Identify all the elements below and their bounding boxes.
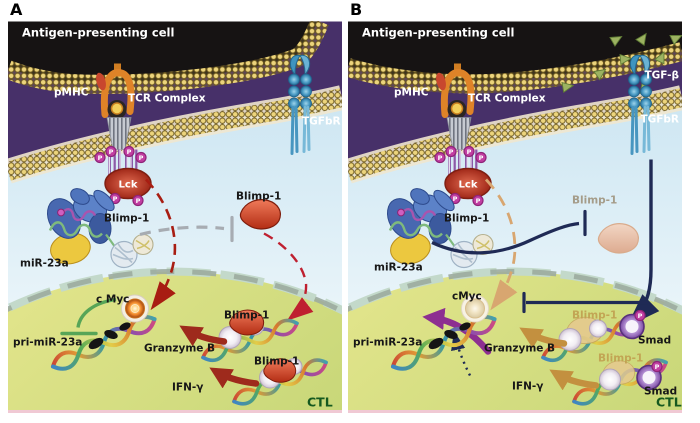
- tgfb-label: TGF-β: [644, 70, 679, 82]
- pmhc-label: pMHC: [394, 87, 429, 99]
- mir23a-label: miR-23a: [20, 258, 69, 270]
- weak-tcr-signal-arrow: [484, 178, 518, 311]
- panel-b-letter: B: [350, 0, 363, 19]
- smad-gzmb-label: Smad: [638, 335, 671, 347]
- ifn-gamma-label: IFN-γ: [512, 381, 543, 393]
- tcr-complex-label: TCR Complex: [128, 93, 206, 105]
- phospho-p: P: [638, 312, 643, 320]
- panel-b: P P P P P P P: [348, 21, 682, 413]
- tgfbr-label: TGFbR: [640, 114, 679, 126]
- tgfbr-label: TGFbR: [302, 116, 341, 128]
- apc-label: Antigen-presenting cell: [22, 26, 174, 40]
- chromatin-ribbon: [119, 322, 131, 331]
- nuclear-envelope-inner: [348, 269, 682, 314]
- phospho-p: P: [113, 195, 118, 203]
- chromatin-ribbon: [88, 337, 104, 350]
- blimp1-gzmb-label: Blimp-1: [224, 310, 269, 322]
- cmyc-inhibition-line: [76, 297, 117, 328]
- blimp1-mrna-label: Blimp-1: [444, 213, 489, 225]
- smad-ifng-label: Smad: [644, 386, 677, 398]
- cmyc-protein-faded: [461, 294, 489, 323]
- granzyme-b-label: Granzyme B: [484, 343, 555, 355]
- apc-membrane: [8, 21, 329, 94]
- tcr-signal-arrow: [145, 178, 177, 311]
- phospho-p: P: [453, 195, 458, 203]
- blimp1-gzmb-label-faded: Blimp-1: [572, 310, 617, 322]
- phospho-p: P: [127, 148, 132, 156]
- ifn-gamma-label: IFN-γ: [172, 382, 203, 394]
- blimp1-translocation-arrow: [263, 232, 314, 321]
- phospho-p: P: [467, 148, 472, 156]
- blimp1-mrna-label: Blimp-1: [104, 213, 149, 225]
- nucleosome: [589, 319, 607, 338]
- blimp1-ifng-label-faded: Blimp-1: [598, 353, 643, 365]
- phospho-p: P: [136, 197, 141, 205]
- granzyme-b-arrow-weak: [519, 327, 568, 349]
- chromatin-ribbon: [428, 337, 444, 350]
- phospho-p: P: [479, 154, 484, 162]
- panel-a-drawing: P P P P P P: [8, 21, 342, 410]
- pmhc-label: pMHC: [54, 87, 89, 99]
- phospho-p: P: [449, 148, 454, 156]
- mir23a-label: miR-23a: [374, 262, 423, 274]
- lck-label: Lck: [119, 180, 138, 191]
- weak-inhibition-line: [139, 225, 225, 237]
- nucleosome: [558, 328, 582, 351]
- pri-mir23a-label: pri-miR-23a: [13, 337, 82, 349]
- ctl-label: CTL: [307, 395, 333, 410]
- phospho-p: P: [655, 363, 660, 371]
- phospho-p: P: [98, 154, 103, 162]
- lck-label: Lck: [459, 180, 478, 191]
- phospho-p: P: [109, 148, 114, 156]
- phospho-p: P: [476, 197, 481, 205]
- blimp1-protein-label: Blimp-1: [236, 191, 281, 203]
- cmyc-label: c Myc: [96, 294, 129, 306]
- nucleosome: [599, 368, 621, 391]
- chromatin-ribbon: [444, 330, 458, 339]
- tcr-complex-label: TCR Complex: [468, 93, 546, 105]
- mir23a-inhibition-line: [431, 221, 580, 255]
- nuclear-envelope-inner: [8, 269, 342, 314]
- ifn-gamma-arrow: [209, 367, 260, 389]
- blimp1-protein-label-faded: Blimp-1: [572, 195, 617, 207]
- panel-a: P P P P P P: [8, 21, 342, 413]
- phospho-p: P: [438, 154, 443, 162]
- apc-label: Antigen-presenting cell: [362, 26, 514, 40]
- pri-mir23a-label: pri-miR-23a: [353, 337, 422, 349]
- granzyme-b-label: Granzyme B: [144, 343, 215, 355]
- granzyme-b-arrow: [179, 325, 228, 347]
- ifn-gamma-arrow-weak: [549, 369, 600, 391]
- panel-a-letter: A: [10, 0, 23, 19]
- panel-b-drawing: P P P P P P P: [348, 21, 682, 410]
- ctl-label: CTL: [656, 395, 682, 410]
- phospho-p: P: [139, 154, 144, 162]
- chromatin-ribbon: [104, 330, 118, 339]
- chromatin-ribbon: [459, 322, 471, 331]
- blimp1-ifng-label: Blimp-1: [254, 356, 299, 368]
- cmyc-protein: [121, 294, 149, 323]
- nucleus: [348, 271, 682, 410]
- cmyc-label: cMyc: [452, 291, 482, 303]
